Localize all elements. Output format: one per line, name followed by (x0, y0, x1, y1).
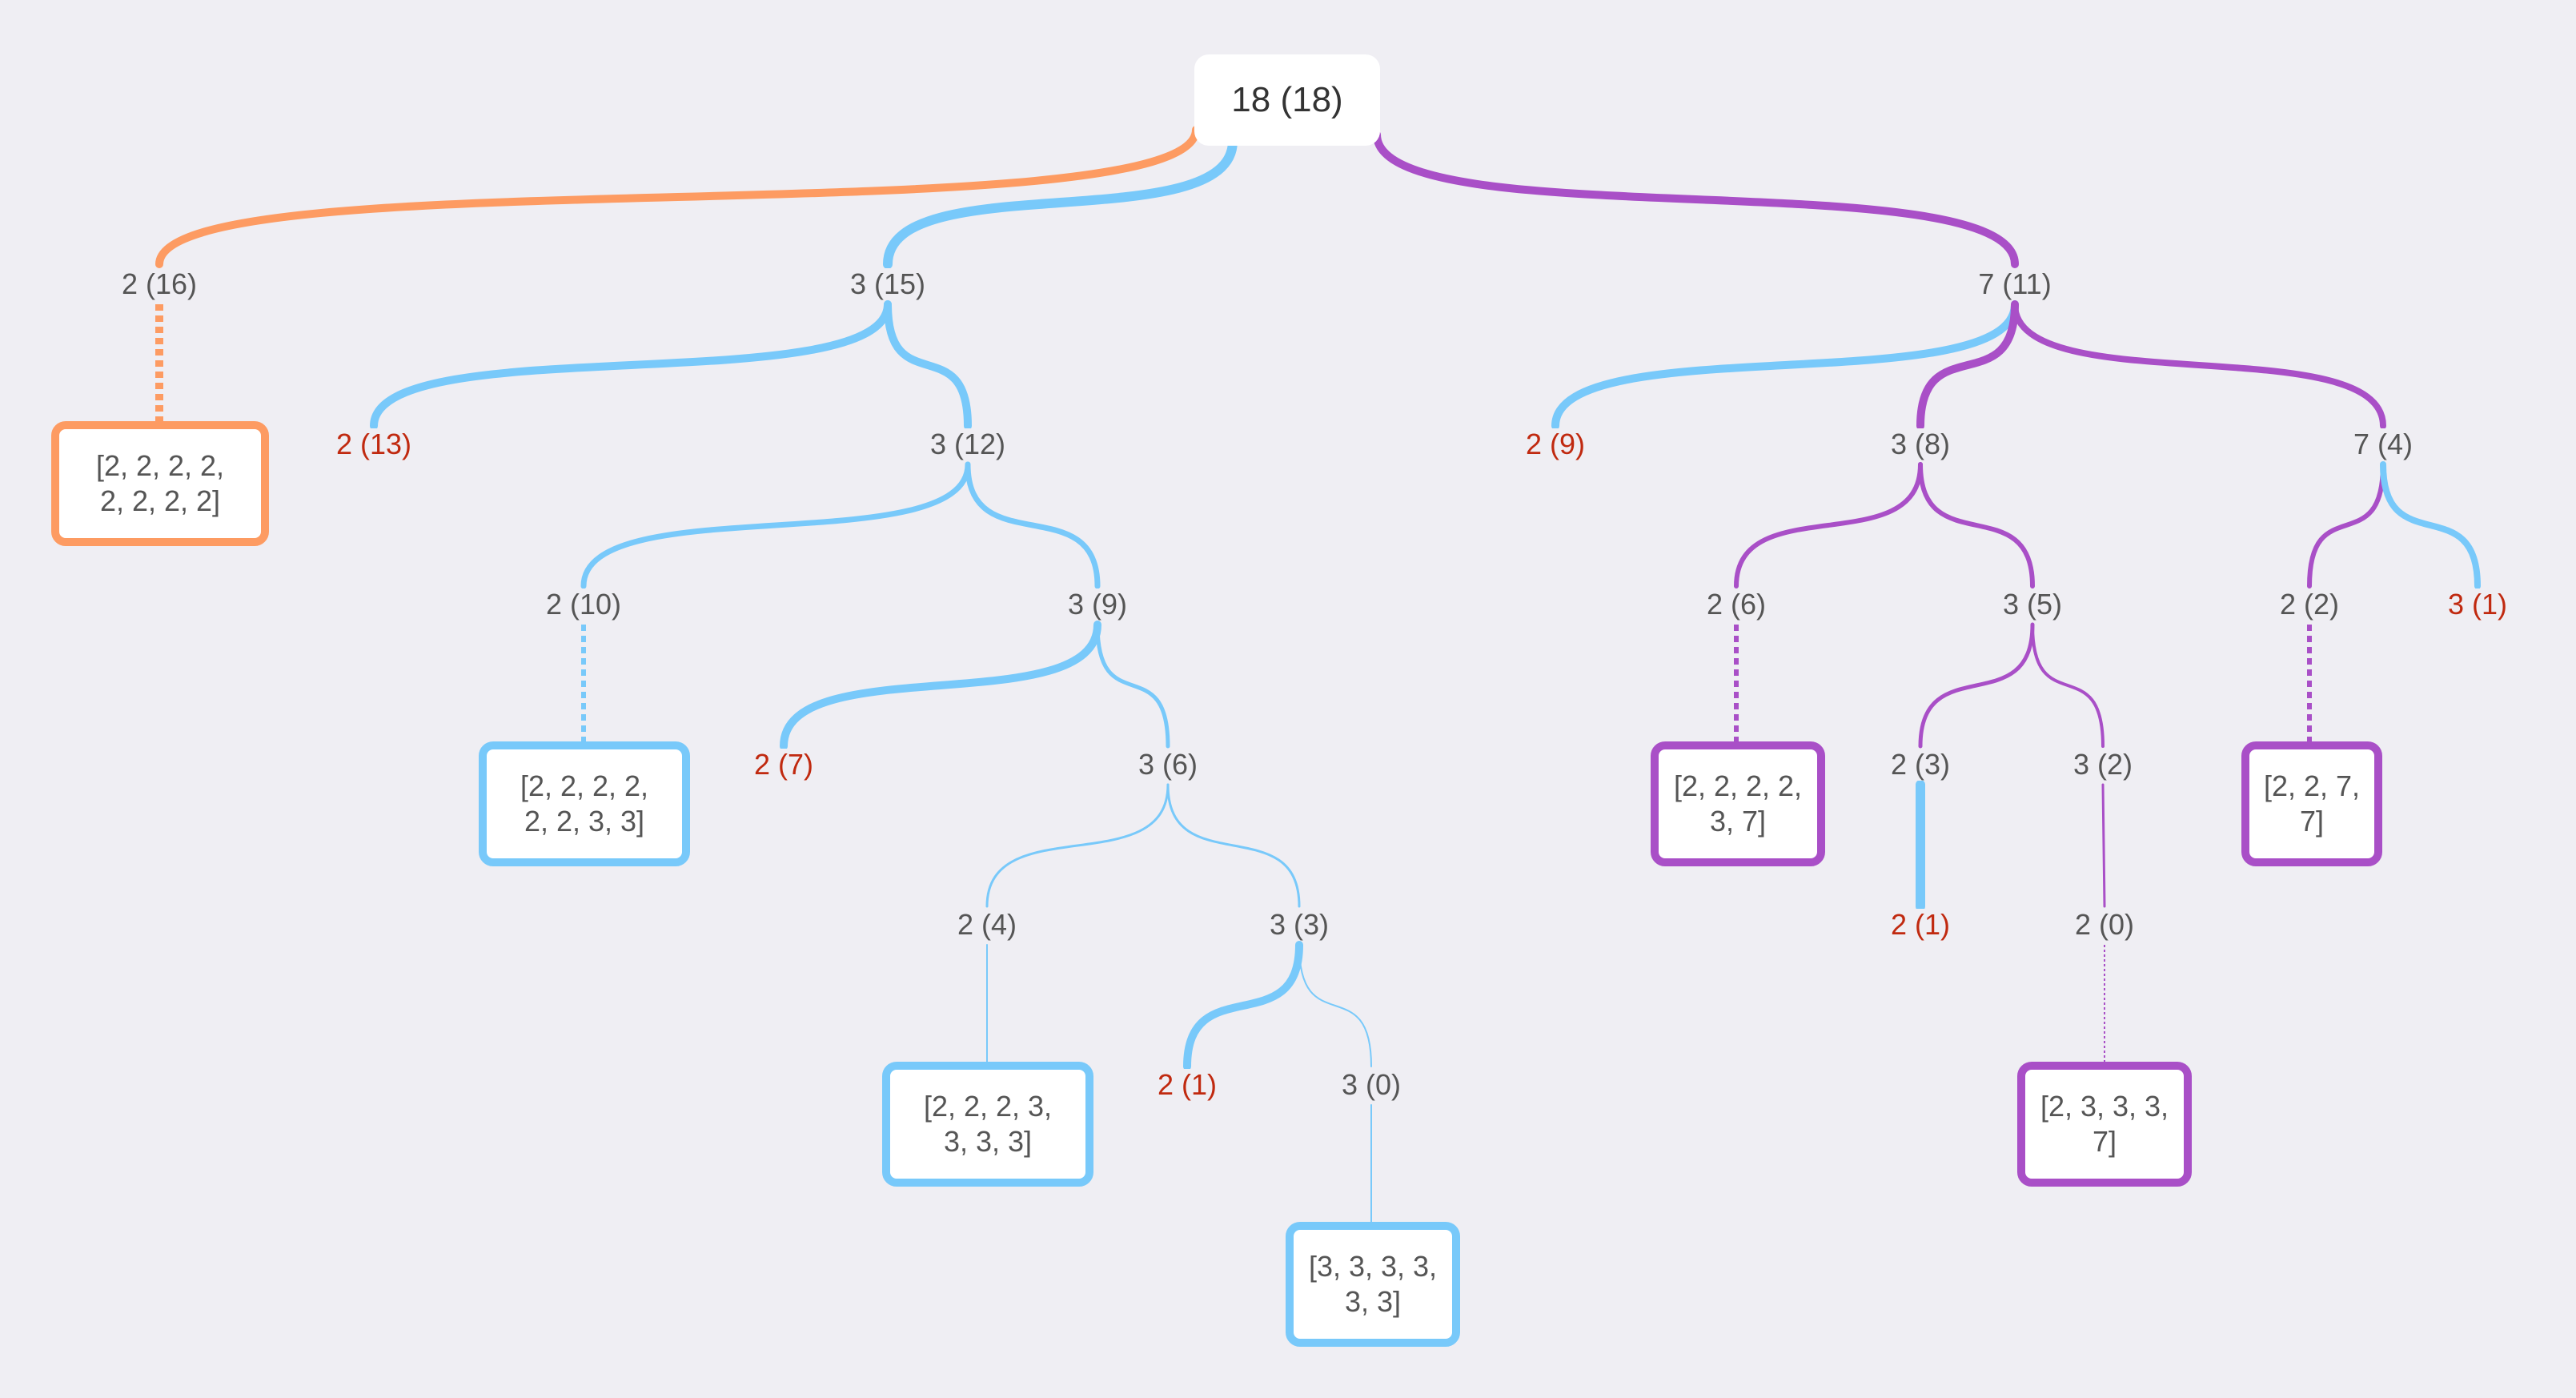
edge-7-11-to-3-8 (1916, 300, 2019, 430)
result-box-4: [3, 3, 3, 3, 3, 3] (1286, 1222, 1460, 1347)
edge-3-5-to-2-3 (1918, 622, 2035, 749)
result-text-7: [2, 2, 7, 7] (2263, 769, 2361, 838)
node-2-4: 2 (4) (953, 909, 1021, 941)
root-label: 18 (18) (1231, 80, 1343, 119)
edge-3-8-to-2-6 (1734, 462, 1923, 589)
edge-3-12-to-2-10 (580, 461, 971, 589)
edge-3-5-to-3-2 (2031, 623, 2105, 748)
result-text-4: [3, 3, 3, 3, 3, 3] (1308, 1250, 1438, 1318)
node-3-3: 3 (3) (1266, 909, 1333, 941)
node-2-9-dead-end: 2 (9) (1522, 428, 1589, 460)
edge-3-12-to-3-9 (965, 461, 1101, 589)
node-2-1-dead-end-right: 2 (1) (1887, 909, 1954, 941)
result-box-3: [2, 2, 2, 3, 3, 3, 3] (882, 1062, 1093, 1187)
node-2-10: 2 (10) (542, 589, 625, 621)
result-text-5: [2, 2, 2, 2, 3, 7] (1673, 769, 1803, 838)
node-7-11: 7 (11) (1975, 268, 2055, 300)
node-3-0: 3 (0) (1338, 1069, 1405, 1101)
node-2-6: 2 (6) (1703, 589, 1770, 621)
edge-3-3-to-3-0 (1298, 944, 1372, 1067)
node-2-0: 2 (0) (2071, 909, 2138, 941)
result-text-2: [2, 2, 2, 2, 2, 2, 3, 3] (520, 769, 649, 838)
node-3-5: 3 (5) (1999, 589, 2066, 621)
node-2-2: 2 (2) (2276, 589, 2343, 621)
node-3-15: 3 (15) (846, 268, 929, 300)
edge-3-15-to-3-12 (884, 300, 972, 430)
node-2-3: 2 (3) (1887, 749, 1954, 781)
node-2-7-dead-end: 2 (7) (750, 749, 817, 781)
result-text-3: [2, 2, 2, 3, 3, 3, 3] (923, 1090, 1053, 1158)
result-box-2: [2, 2, 2, 2, 2, 2, 3, 3] (479, 741, 690, 866)
node-3-1-dead-end: 3 (1) (2444, 589, 2511, 621)
result-text-6: [2, 3, 3, 3, 7] (2040, 1090, 2169, 1158)
node-3-9: 3 (9) (1064, 589, 1131, 621)
node-3-6: 3 (6) (1134, 749, 1202, 781)
edge-18-to-7-11 (1373, 131, 2019, 268)
edge-3-2-to-2-0 (2101, 783, 2106, 908)
edge-18-to-2-16 (155, 126, 1200, 268)
edge-7-11-to-7-4 (2012, 301, 2386, 429)
root-node: 18 (18) (1194, 54, 1380, 146)
node-7-4: 7 (4) (2349, 428, 2417, 460)
edge-7-4-to-3-1 (2380, 461, 2481, 589)
edge-18-to-3-15 (883, 136, 1238, 269)
node-2-13-dead-end: 2 (13) (332, 428, 415, 460)
node-3-8: 3 (8) (1887, 428, 1954, 460)
edge-3-9-to-3-6 (1095, 622, 1170, 749)
edge-7-4-to-2-2 (2307, 462, 2385, 589)
result-text-1: [2, 2, 2, 2, 2, 2, 2, 2] (95, 449, 225, 517)
edge-7-11-to-2-9 (1551, 300, 2019, 430)
edge-3-8-to-3-5 (1918, 462, 2035, 589)
result-box-6: [2, 3, 3, 3, 7] (2017, 1062, 2192, 1187)
result-box-5: [2, 2, 2, 2, 3, 7] (1651, 741, 1825, 866)
edge-3-6-to-2-4 (985, 783, 1170, 908)
edge-3-9-to-2-7 (780, 621, 1101, 750)
result-box-7: [2, 2, 7, 7] (2241, 741, 2382, 866)
node-2-16: 2 (16) (118, 268, 201, 300)
edge-3-3-to-2-1 (1183, 941, 1303, 1071)
node-2-1-dead-end-left: 2 (1) (1154, 1069, 1221, 1101)
node-3-2: 3 (2) (2069, 749, 2137, 781)
edge-3-6-to-3-3 (1166, 783, 1301, 908)
node-3-12: 3 (12) (926, 428, 1009, 460)
result-box-1: [2, 2, 2, 2, 2, 2, 2, 2] (51, 421, 269, 546)
edge-3-15-to-2-13 (370, 300, 892, 430)
